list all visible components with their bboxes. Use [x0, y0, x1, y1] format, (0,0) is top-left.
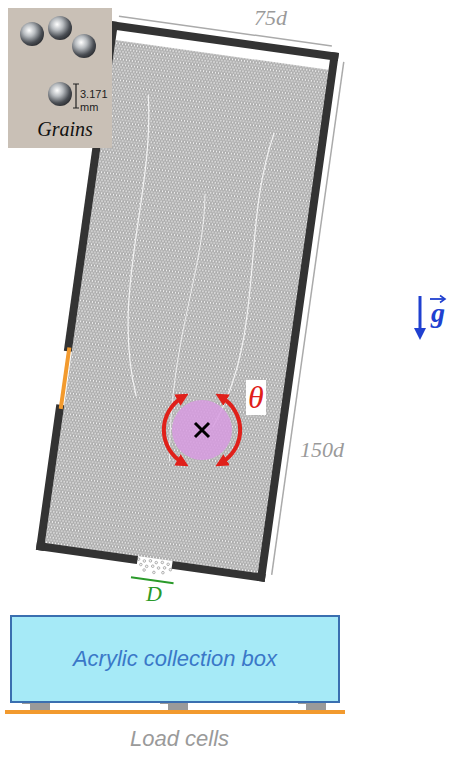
collection-box: Acrylic collection box — [10, 615, 340, 703]
text-holder: Grains — [22, 118, 108, 140]
label-holder: g — [429, 298, 447, 329]
label-holder: Load cells — [128, 727, 231, 751]
width-dimension: 75d — [252, 6, 289, 30]
photo-inset: 3.171 mm Grains — [8, 8, 112, 148]
gravity-symbol: g — [429, 298, 447, 329]
box-label: Acrylic collection box — [73, 646, 277, 672]
rotation-symbol: θ — [246, 380, 266, 415]
label-holder: 150d — [298, 438, 346, 462]
text-holder: 3.171 mm — [80, 88, 114, 115]
outlet-dimension: D — [144, 582, 164, 606]
label-holder: θ — [246, 380, 266, 415]
label-holder: 75d — [252, 6, 289, 30]
sensor-label: Load cells — [128, 727, 231, 751]
label-holder: D — [144, 582, 164, 606]
height-dimension: 150d — [298, 438, 346, 462]
inset-title: Grains — [37, 118, 93, 140]
scale-label: 3.171 mm — [80, 88, 114, 113]
